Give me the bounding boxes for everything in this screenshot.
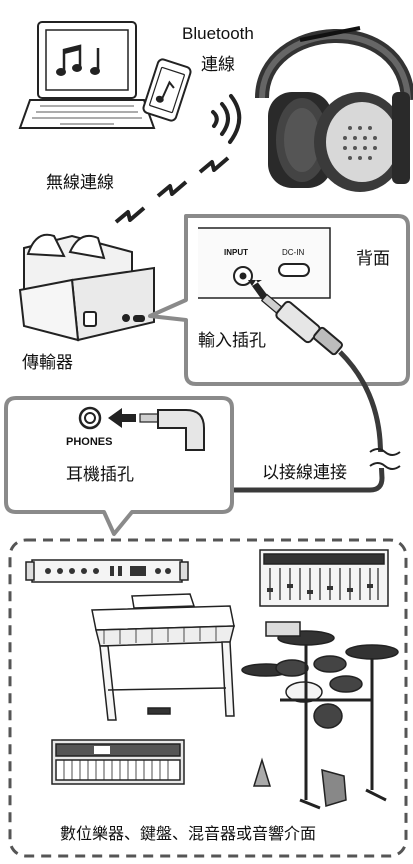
phones-callout (4, 396, 234, 536)
back-panel-label: 背面 (356, 249, 390, 269)
phones-plug-icon (139, 409, 205, 451)
input-jack-label: 輸入插孔 (198, 331, 266, 351)
bluetooth-waves-icon (211, 94, 242, 144)
headphone-jack-label: 耳機插孔 (66, 465, 134, 485)
bluetooth-label: Bluetooth (182, 24, 254, 43)
devices-label: 數位樂器、鍵盤、混音器或音響介面 (60, 824, 317, 843)
dcin-port-label: DC-IN (282, 248, 305, 257)
arrow-up-left-icon (248, 280, 268, 300)
dcin-port-icon (278, 263, 310, 277)
rack-unit-icon (25, 559, 189, 583)
electronic-drums-icon (241, 621, 399, 810)
transmitter-label: 傳輸器 (22, 353, 73, 373)
smartphone-music-icon (142, 58, 192, 122)
input-port-label: INPUT (224, 248, 248, 257)
wireless-signal-icon (114, 156, 230, 224)
bluetooth-connection-label: 連線 (201, 55, 235, 75)
headphones-icon (255, 26, 413, 192)
cable-connection-label: 以接線連接 (262, 463, 347, 483)
digital-piano-icon (91, 593, 235, 721)
phones-label: PHONES (66, 436, 113, 448)
devices-box (8, 538, 408, 858)
transmitter-icon (18, 233, 155, 342)
wireless-connection-label: 無線連線 (46, 173, 114, 193)
back-panel-callout (148, 214, 410, 386)
laptop-music-icon (18, 21, 156, 129)
arrow-left-icon (108, 408, 136, 428)
audio-plug-icon (260, 293, 343, 356)
cable-break-icon (369, 448, 401, 470)
mixer-icon (259, 549, 389, 607)
synth-keyboard-icon (51, 739, 185, 785)
